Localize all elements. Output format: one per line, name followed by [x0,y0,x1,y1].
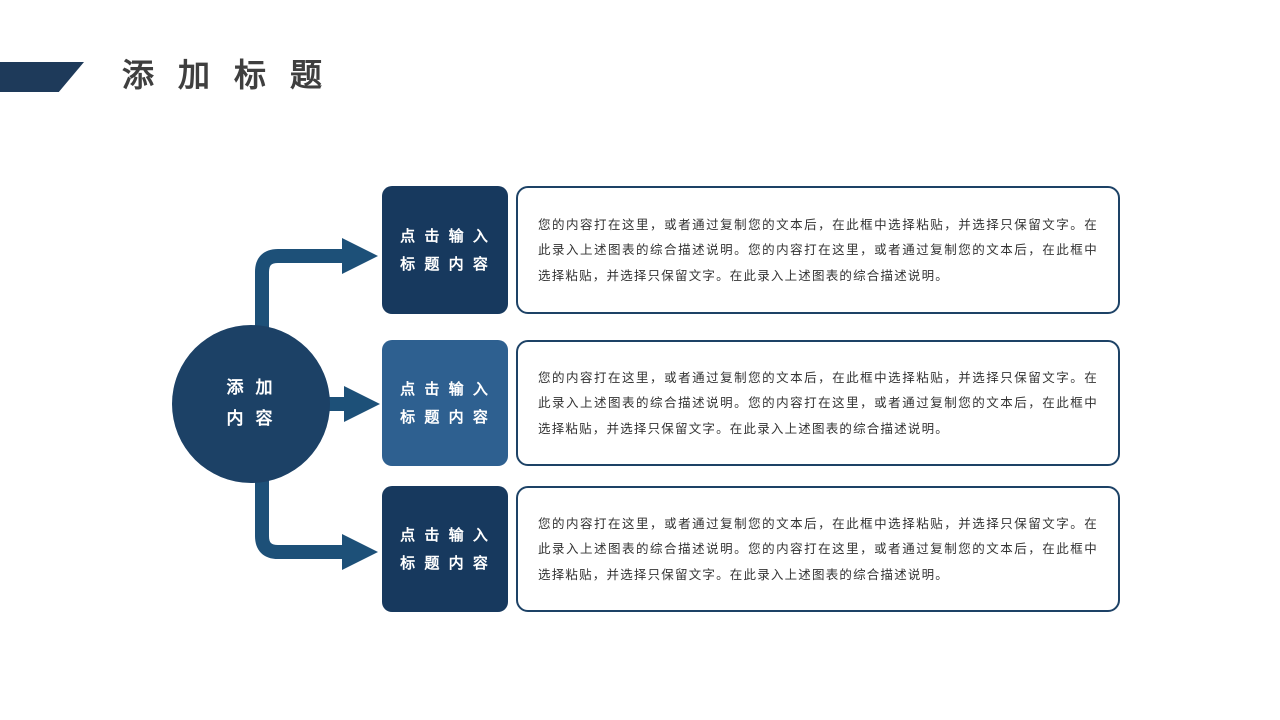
body-text: 您的内容打在这里，或者通过复制您的文本后，在此框中选择粘贴，并选择只保留文字。在… [538,515,1098,582]
label-line2: 标 题 内 容 [400,255,490,273]
body-text-box-1[interactable]: 您的内容打在这里，或者通过复制您的文本后，在此框中选择粘贴，并选择只保留文字。在… [516,186,1120,314]
title-placeholder-box-3[interactable]: 点 击 输 入 标 题 内 容 [382,486,508,612]
body-text-box-2[interactable]: 您的内容打在这里，或者通过复制您的文本后，在此框中选择粘贴，并选择只保留文字。在… [516,340,1120,466]
title-placeholder-box-2[interactable]: 点 击 输 入 标 题 内 容 [382,340,508,466]
label-line1: 点 击 输 入 [400,525,490,544]
diagram-row: 点 击 输 入 标 题 内 容 您的内容打在这里，或者通过复制您的文本后，在此框… [382,340,1120,466]
diagram-row: 点 击 输 入 标 题 内 容 您的内容打在这里，或者通过复制您的文本后，在此框… [382,486,1120,612]
circle-label-line2: 内 容 [226,409,276,429]
label-line1: 点 击 输 入 [400,226,490,245]
slide-title[interactable]: 添 加 标 题 [122,57,331,93]
diagram-row: 点 击 输 入 标 题 内 容 您的内容打在这里，或者通过复制您的文本后，在此框… [382,186,1120,314]
label-line2: 标 题 内 容 [400,408,490,426]
label-line2: 标 题 内 容 [400,554,490,572]
arrow-bottom-head [342,534,378,570]
body-text-box-3[interactable]: 您的内容打在这里，或者通过复制您的文本后，在此框中选择粘贴，并选择只保留文字。在… [516,486,1120,612]
arrow-middle-head [344,386,380,422]
arrow-top-head [342,238,378,274]
circle-label-line1: 添 加 [226,378,276,399]
body-text: 您的内容打在这里，或者通过复制您的文本后，在此框中选择粘贴，并选择只保留文字。在… [538,216,1098,283]
arrow-bottom-stem [255,413,342,559]
arrow-top-stem [255,249,342,395]
label-line1: 点 击 输 入 [400,379,490,398]
circle-add-content[interactable]: 添 加 内 容 [172,325,330,483]
title-placeholder-box-1[interactable]: 点 击 输 入 标 题 内 容 [382,186,508,314]
body-text: 您的内容打在这里，或者通过复制您的文本后，在此框中选择粘贴，并选择只保留文字。在… [538,369,1098,436]
